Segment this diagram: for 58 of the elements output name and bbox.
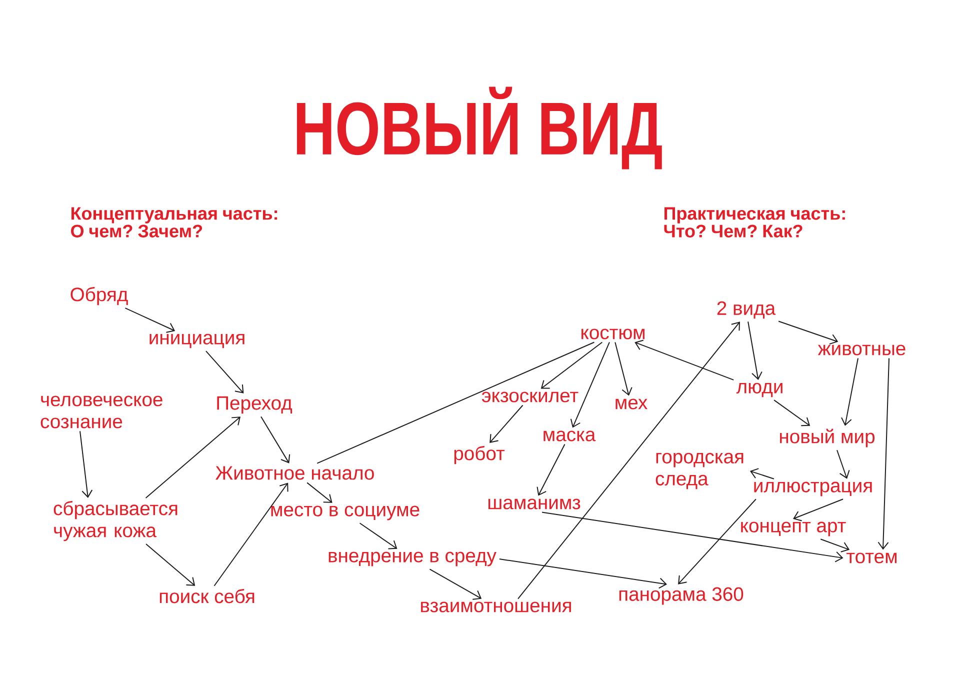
node-label: человеческое сознание [40,396,162,428]
section-heading: Практическая часть: Что? Чем? Как? [664,207,845,238]
node-label: робот [454,446,505,464]
arrow [820,538,850,552]
section-heading: Концептуальная часть: О чем? Зачем? [71,207,278,238]
arrow [536,444,566,496]
title: НОВЫЙ ВИД [296,86,662,170]
arrow [836,450,850,479]
arrow [540,342,603,389]
arrow [570,342,610,428]
arrow [124,308,176,333]
node-label: костюм [582,328,644,340]
arrow [841,358,858,426]
node-label: взаимотношения [421,602,571,612]
node-label: люди [736,382,782,398]
arrow [214,482,288,586]
node-label: городская следа [656,452,744,490]
arrow [634,340,734,380]
arrow [498,558,667,589]
node-label: иллюстрация [754,482,872,496]
node-label: Переход [217,396,292,414]
node-label: сбрасывается чужая кожа [54,500,178,542]
arrow [878,358,890,550]
node-label: Животное начало [216,466,374,480]
arrow [793,498,844,522]
arrow [678,498,756,584]
node-label: тотем [846,552,896,564]
node-label: животные [818,344,906,356]
arrow [306,482,332,503]
node-label: 2 вида [717,301,776,319]
arrow [145,416,241,498]
arrow [260,416,290,464]
node-label: маска [544,430,596,442]
arrow [518,322,740,600]
arrow [146,544,196,586]
node-label: концепт арт [741,522,846,536]
arrow [774,400,810,426]
connector-line [316,342,595,464]
arrow [778,320,838,345]
node-label: место в социуме [271,506,420,520]
node-label: новый мир [780,428,875,448]
node-label: мех [616,398,648,410]
arrow [359,522,398,550]
arrow [429,568,482,600]
arrow [205,350,244,394]
node-label: инициация [150,334,244,348]
arrow [748,321,762,380]
node-label: панорама 360 [619,587,744,605]
node-label: Обряд [70,286,128,306]
node-label: внедрение в среду [328,552,496,566]
arrow [80,430,93,498]
node-label: поиск себя [160,588,254,604]
arrow [542,512,844,562]
node-label: шаманимз [488,498,580,510]
arrow [490,404,524,443]
node-label: экзоскилет [482,392,578,402]
arrow [750,468,774,480]
arrow [614,342,632,396]
